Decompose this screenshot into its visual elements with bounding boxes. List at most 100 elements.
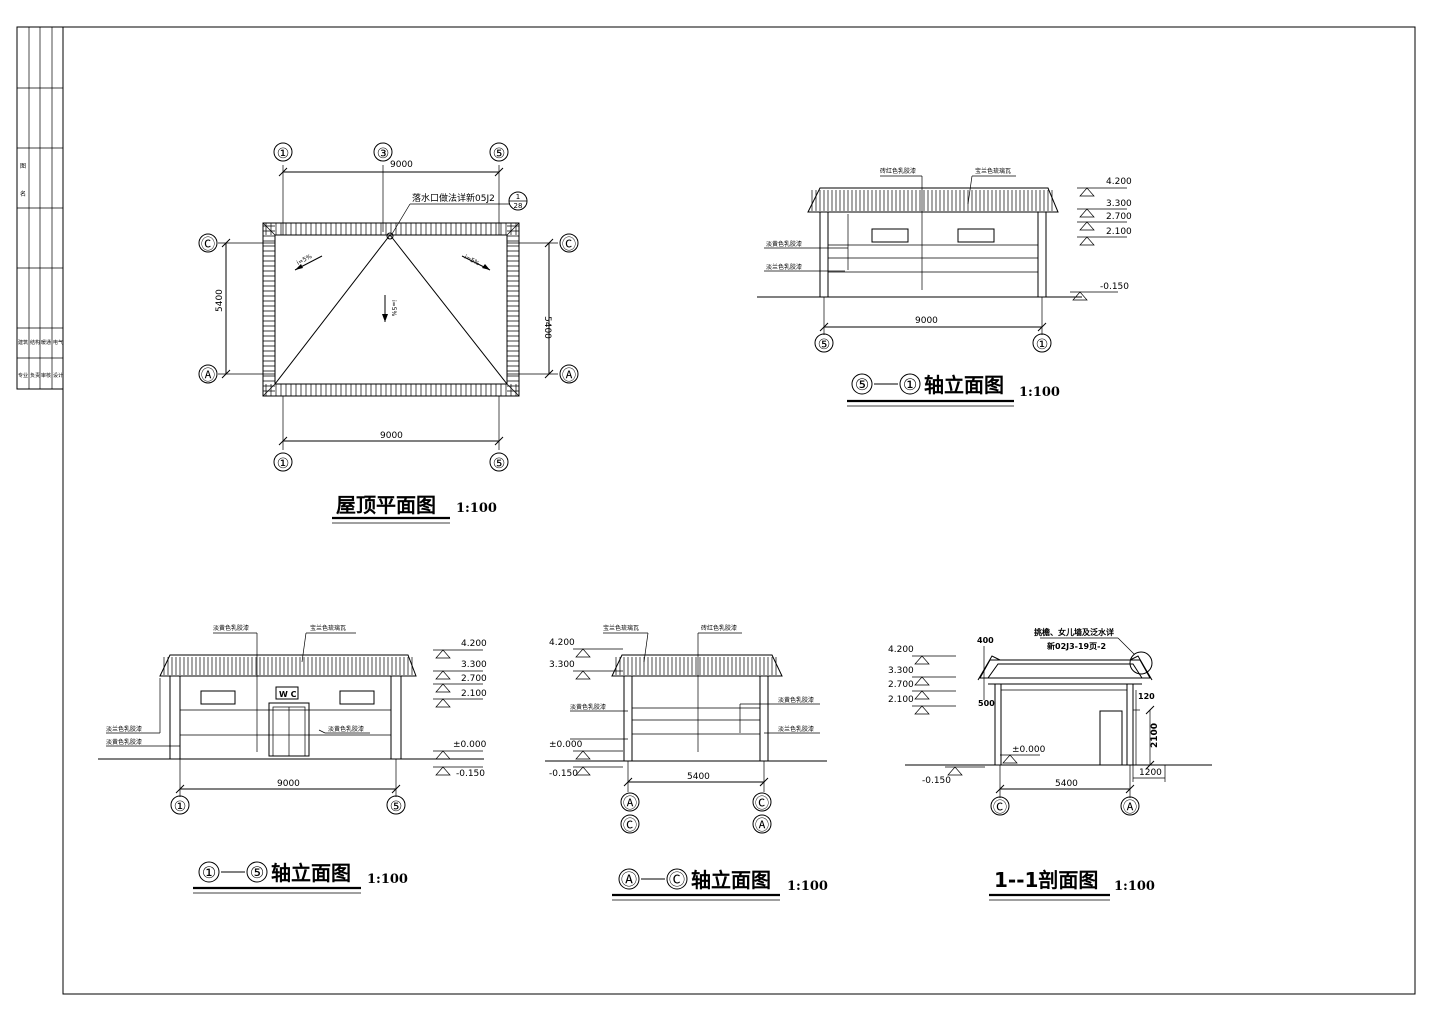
roof-axis-right-1: Ⓒ <box>562 237 576 253</box>
eac-title: 轴立面图 <box>691 868 771 892</box>
e15-level-1: 4.200 <box>461 639 487 649</box>
sec-dim-400: 400 <box>977 636 994 645</box>
title-block-b3: 审核 <box>41 372 51 379</box>
e51-label-4: 淡兰色乳胶漆 <box>766 263 802 271</box>
sec-note-2: 新02J3-19页-2 <box>1047 641 1106 651</box>
level-marker <box>575 670 591 680</box>
roof-detail-sheet: 28 <box>514 202 523 210</box>
e15-label-4: 淡黄色乳胶漆 <box>106 738 142 746</box>
level-marker <box>914 655 930 665</box>
title-block-a2: 结构 <box>30 339 40 346</box>
e15-door-sign: W C <box>279 690 297 699</box>
title-block-b4: 设计 <box>53 372 63 379</box>
eac-label-4: 淡黄色乳胶漆 <box>778 696 814 704</box>
level-marker <box>1079 221 1095 231</box>
e51-label-2: 宝兰色琉璃瓦 <box>975 167 1011 175</box>
eac-scale: 1:100 <box>787 879 828 894</box>
title-block-side-1: 图 <box>20 163 26 170</box>
eac-title-axis-2: Ⓒ <box>669 870 685 889</box>
sec-level-3: 2.700 <box>888 680 914 690</box>
eac-level-1: 4.200 <box>549 638 575 648</box>
e15-title-axis-1: ① <box>202 863 216 882</box>
e51-dim: 9000 <box>915 316 938 326</box>
roof-axis-left-1: Ⓒ <box>201 237 215 253</box>
level-marker <box>914 690 930 700</box>
roof-detail-num: 1 <box>516 193 520 201</box>
title-block-a1: 建筑 <box>18 339 28 346</box>
roof-axis-top-2: ③ <box>377 146 390 162</box>
level-marker <box>1079 187 1095 197</box>
sec-note-1: 挑檐、女儿墙及泛水详 <box>1034 627 1114 637</box>
e15-level-5: ±0.000 <box>453 740 487 750</box>
roof-axis-top-1: ① <box>277 146 290 162</box>
section-1-1: 挑檐、女儿墙及泛水详 新02J3-19页-2 400 500 120 2100 … <box>888 627 1212 901</box>
roof-dim-right: 5400 <box>542 316 552 339</box>
eac-axis-2-lower: Ⓐ <box>755 818 769 834</box>
e15-label-2: 宝兰色琉璃瓦 <box>310 624 346 632</box>
roof-plan: i=5% i=5% i=5% 9000 9000 5400 5400 ① ③ <box>198 142 579 524</box>
elevation-5-1: 砖红色乳胶漆 宝兰色琉璃瓦 淡黄色乳胶漆 淡兰色乳胶漆 4.200 3.300 … <box>757 167 1132 407</box>
roof-slope-2: i=5% <box>463 254 481 268</box>
e51-level-5: -0.150 <box>1100 282 1129 292</box>
sec-level-2: 3.300 <box>888 666 914 676</box>
level-marker <box>914 705 930 715</box>
e51-axis-2: ① <box>1036 337 1049 353</box>
e15-dim: 9000 <box>277 779 300 789</box>
e15-axis-1: ① <box>174 799 187 815</box>
elevation-1-5: W C 淡黄色乳胶漆 宝兰色琉璃瓦 淡兰色乳胶漆 淡黄色乳胶漆 淡黄色乳胶漆 4… <box>98 624 487 894</box>
eac-title-axis-1: Ⓐ <box>621 870 637 889</box>
eac-axis-1: Ⓐ <box>623 796 637 812</box>
eac-level-3: ±0.000 <box>549 740 583 750</box>
e51-level-2: 3.300 <box>1106 199 1132 209</box>
level-marker <box>575 750 591 760</box>
e15-scale: 1:100 <box>367 872 408 887</box>
level-marker <box>1079 236 1095 246</box>
sec-dim-120: 120 <box>1138 692 1155 701</box>
sec-dim-2100: 2100 <box>1150 723 1160 748</box>
sec-level-5: ±0.000 <box>1012 745 1046 755</box>
e15-axis-2: ⑤ <box>390 799 403 815</box>
roof-plan-scale: 1:100 <box>456 501 497 516</box>
eac-label-3: 淡黄色乳胶漆 <box>570 703 606 711</box>
title-block-a4: 电气 <box>53 339 63 346</box>
roof-axis-top-3: ⑤ <box>493 146 506 162</box>
title-block-text: 图 名 建筑 结构 暖通 电气 专业 负责 审核 设计 <box>18 163 63 379</box>
eac-axis-1-lower: Ⓒ <box>623 818 637 834</box>
roof-dim-left: 5400 <box>215 289 225 312</box>
roof-axis-left-2: Ⓐ <box>201 368 215 384</box>
eac-axis-2: Ⓒ <box>755 796 769 812</box>
e15-label-3: 淡兰色乳胶漆 <box>106 725 142 733</box>
roof-dim-bottom: 9000 <box>380 431 403 441</box>
sec-level-6: -0.150 <box>922 776 951 786</box>
e15-level-3: 2.700 <box>461 674 487 684</box>
roof-axis-bottom-2: ⑤ <box>493 456 506 472</box>
level-marker <box>435 683 451 693</box>
eac-level-2: 3.300 <box>549 660 575 670</box>
e51-axis-1: ⑤ <box>818 337 831 353</box>
e51-level-4: 2.100 <box>1106 227 1132 237</box>
e15-title-axis-2: ⑤ <box>250 863 264 882</box>
level-marker <box>435 698 451 708</box>
roof-plan-title: 屋顶平面图 <box>336 493 436 517</box>
e15-label-5: 淡黄色乳胶漆 <box>328 725 364 733</box>
eac-label-2: 砖红色乳胶漆 <box>701 624 737 632</box>
eac-level-4: -0.150 <box>549 769 578 779</box>
sec-dim-500: 500 <box>978 699 995 708</box>
sec-dim: 5400 <box>1055 779 1078 789</box>
level-marker <box>575 648 591 658</box>
level-marker <box>435 670 451 680</box>
e51-label-1: 砖红色乳胶漆 <box>880 167 916 175</box>
roof-axis-bottom-1: ① <box>277 456 290 472</box>
eac-label-1: 宝兰色琉璃瓦 <box>603 624 639 632</box>
e15-level-4: 2.100 <box>461 689 487 699</box>
e51-level-1: 4.200 <box>1106 177 1132 187</box>
sheet-frame <box>16 26 1416 995</box>
roof-drain-note: 落水口做法详新05J2 <box>412 192 495 204</box>
roof-slope-3: i=5% <box>390 300 397 317</box>
e15-label-1: 淡黄色乳胶漆 <box>213 624 249 632</box>
level-marker <box>435 649 451 659</box>
sec-axis-2: Ⓐ <box>1123 800 1137 816</box>
sec-title: 1--1剖面图 <box>994 868 1098 892</box>
level-marker <box>1079 208 1095 218</box>
level-marker <box>914 676 930 686</box>
